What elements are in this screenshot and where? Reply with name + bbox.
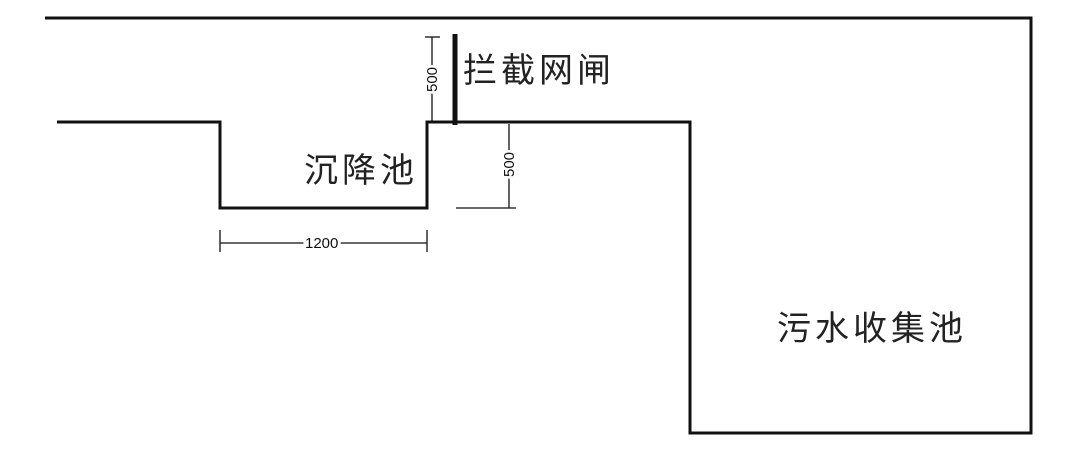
gate-height-label: 500 <box>424 67 441 92</box>
tank-depth-dimension <box>456 124 516 209</box>
settling-tank-label: 沉降池 <box>304 151 418 191</box>
gate-label: 拦截网闸 <box>463 51 615 91</box>
structure-outline <box>45 16 1033 435</box>
gate-height-dimension <box>425 36 440 122</box>
sewage-tank-label: 污水收集池 <box>777 309 967 349</box>
tank-width-dimension <box>219 230 428 252</box>
tank-width-label: 1200 <box>305 235 338 252</box>
tank-depth-label: 500 <box>501 152 518 177</box>
